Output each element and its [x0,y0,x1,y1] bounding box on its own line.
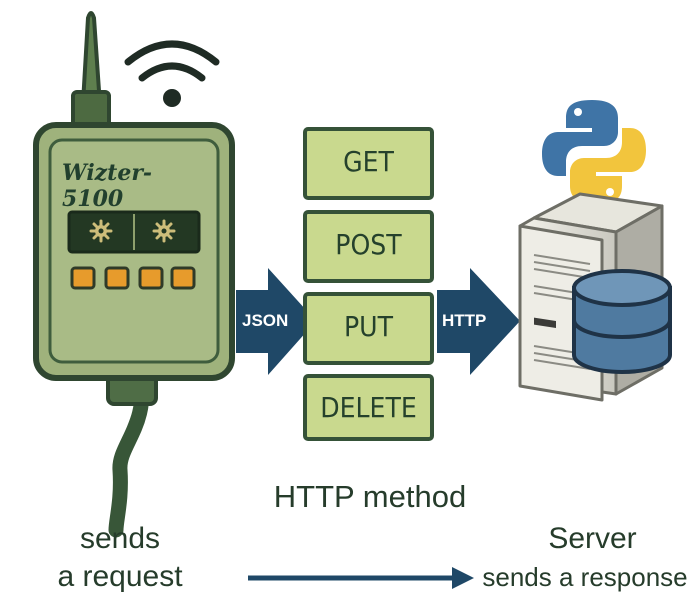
method-box-delete [303,374,434,441]
indicator-led [70,266,96,290]
response-arrow [248,567,474,589]
http-arrow-label: HTTP [442,311,487,330]
methods-caption: HTTP method [273,479,467,514]
gear-icon [89,219,113,243]
method-get: GET [343,145,394,178]
device-cable [108,366,150,538]
indicator-led [170,266,196,290]
json-arrow [236,268,316,375]
method-put: PUT [343,310,393,343]
indicator-led [104,266,130,290]
server-caption-line1: Server [548,522,637,555]
method-boxes [303,127,434,441]
http-arrow [437,268,520,375]
device-name: Wizter-5100 [62,160,153,212]
json-arrow-label: JSON [242,311,289,330]
method-box-post [303,210,434,283]
wifi-icon [124,40,220,107]
gear-icon [152,219,176,243]
client-caption-line1: sends [79,522,161,555]
antenna [71,11,111,134]
method-box-get [303,127,434,200]
python-logo-icon [542,100,646,204]
database-icon [572,269,672,374]
method-post: POST [335,228,402,261]
client-caption-line2: a request [57,560,183,593]
method-delete: DELETE [320,391,417,424]
server-caption-line2: sends a response [482,562,688,592]
method-box-put [303,292,434,365]
device-display [67,210,201,254]
indicator-led [138,266,164,290]
device-buttons [70,266,196,290]
